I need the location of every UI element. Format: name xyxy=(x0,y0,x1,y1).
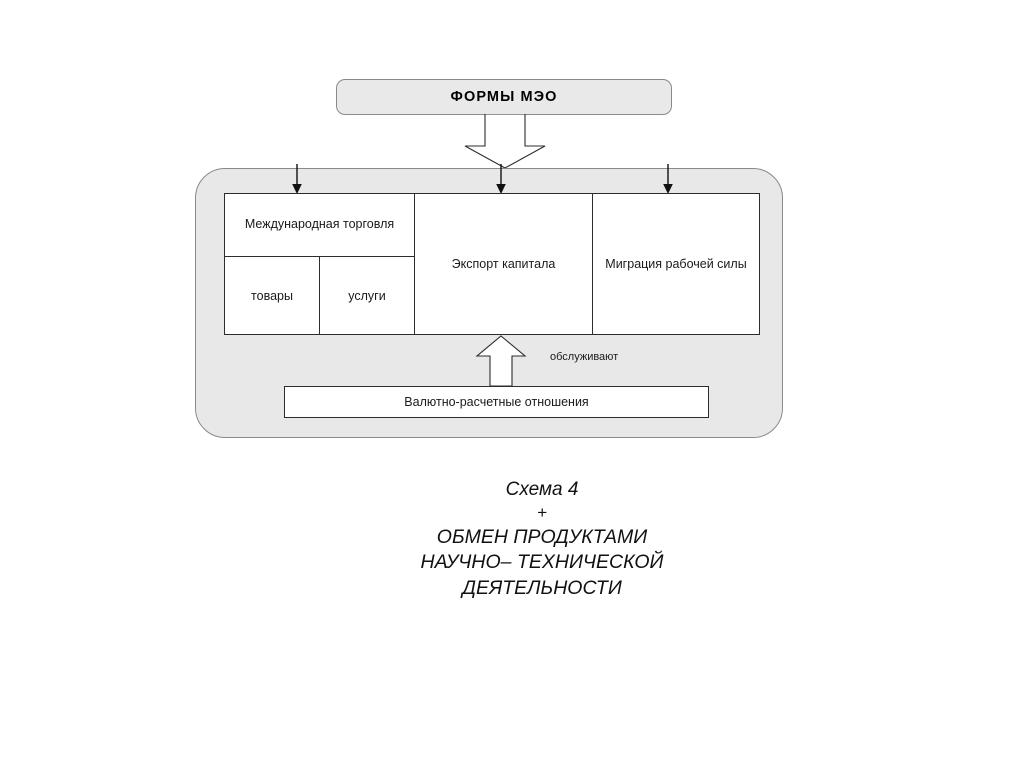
column-international-trade: Международная торговля товары услуги xyxy=(225,194,415,334)
block-arrow-down-icon xyxy=(462,113,548,170)
column-labour-migration-title: Миграция рабочей силы xyxy=(605,256,747,271)
column-international-trade-title: Международная торговля xyxy=(225,194,414,257)
subcell-services: услуги xyxy=(348,288,386,303)
thin-arrow-down-icon-capital xyxy=(494,164,508,194)
international-trade-subcells: товары услуги xyxy=(225,257,414,334)
thin-arrow-down-icon-migration xyxy=(661,164,675,194)
currency-settlement-box: Валютно-расчетные отношения xyxy=(284,386,709,418)
column-capital-export: Экспорт капитала xyxy=(415,194,593,334)
thin-arrow-down-icon-trade xyxy=(290,164,304,194)
relation-label-serve: обслуживают xyxy=(550,351,619,363)
column-labour-migration: Миграция рабочей силы xyxy=(593,194,759,334)
forms-meo-header-label: ФОРМЫ МЭО xyxy=(450,89,558,105)
meo-forms-columns: Международная торговля товары услуги Экс… xyxy=(224,193,760,335)
subcell-goods: товары xyxy=(225,257,320,334)
currency-settlement-label: Валютно-расчетные отношения xyxy=(404,395,589,409)
forms-meo-header-box: ФОРМЫ МЭО xyxy=(336,79,672,115)
caption-line-1: ОБМЕН ПРОДУКТАМИ xyxy=(436,525,648,548)
caption-scheme-number: Схема 4 xyxy=(505,479,579,500)
caption-line-3: ДЕЯТЕЛЬНОСТИ xyxy=(462,577,622,600)
figure-caption: Схема 4 + ОБМЕН ПРОДУКТАМИ НАУЧНО– ТЕХНИ… xyxy=(312,478,772,602)
block-arrow-up-icon xyxy=(475,335,527,387)
caption-plus-sign: + xyxy=(537,502,547,522)
column-capital-export-title: Экспорт капитала xyxy=(451,257,556,271)
caption-line-2: НАУЧНО– ТЕХНИЧЕСКОЙ xyxy=(420,551,664,574)
